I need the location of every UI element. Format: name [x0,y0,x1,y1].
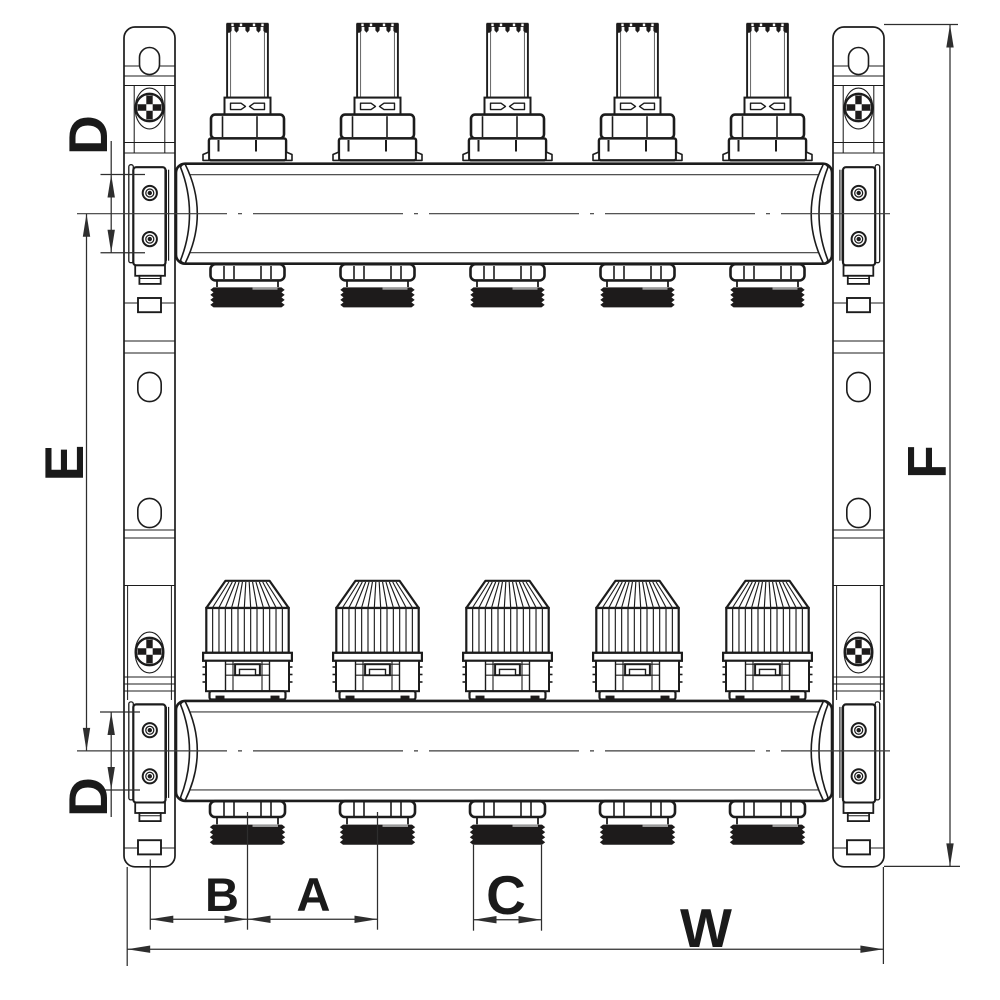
upper-outlet-2 [339,262,416,308]
dim-label-d-lower: D [57,777,119,817]
pipe-clamp [128,701,170,823]
dimension-lines [82,23,960,966]
mounting-brackets [123,26,885,868]
right-mounting-bracket [832,26,885,868]
manifold-pipes [174,162,834,803]
left-mounting-bracket [123,26,176,868]
dim-label-d-upper: D [57,115,119,155]
pipe-clamp [839,164,881,285]
dimension-d-upper [100,141,145,254]
upper-outlet-3 [469,262,546,308]
center-lines [77,213,890,752]
dimension-d-lower [100,711,140,817]
upper-outlet-1 [209,262,286,308]
pipe-clamp [839,701,881,823]
dim-label-w: W [680,897,732,959]
dimension-e [82,213,91,751]
dimension-labels: D E D F B A C W [33,115,958,959]
dim-label-b: B [205,868,239,921]
upper-outlet-5 [729,262,806,308]
upper-outlet-4 [599,262,676,308]
valve-actuator-1 [202,579,294,701]
valve-actuator-2 [332,579,424,701]
dim-label-c: C [486,864,526,926]
lower-outlet-4 [598,799,677,845]
flow-meter-2 [332,22,423,162]
valve-actuator-5 [721,579,813,701]
dimension-a [247,812,379,930]
dimension-c [472,844,543,931]
dimension-f [884,23,960,868]
outlet-connections [208,262,807,845]
valve-actuator-3 [462,579,554,701]
flow-meter-3 [462,22,553,162]
lower-outlet-5 [728,799,807,845]
flow-meters [202,22,813,162]
dim-label-f: F [896,445,958,479]
valve-actuator-4 [591,579,683,701]
dim-label-e: E [33,445,95,482]
flow-meter-4 [592,22,683,162]
dim-label-a: A [297,868,331,921]
valve-actuators [202,579,813,701]
pipe-clamp [128,164,170,285]
lower-outlet-2 [338,799,417,845]
lower-outlet-3 [468,799,547,845]
dimension-w [126,867,885,966]
dimension-b [149,812,249,930]
flow-meter-5 [722,22,813,162]
flow-meter-1 [202,22,293,162]
